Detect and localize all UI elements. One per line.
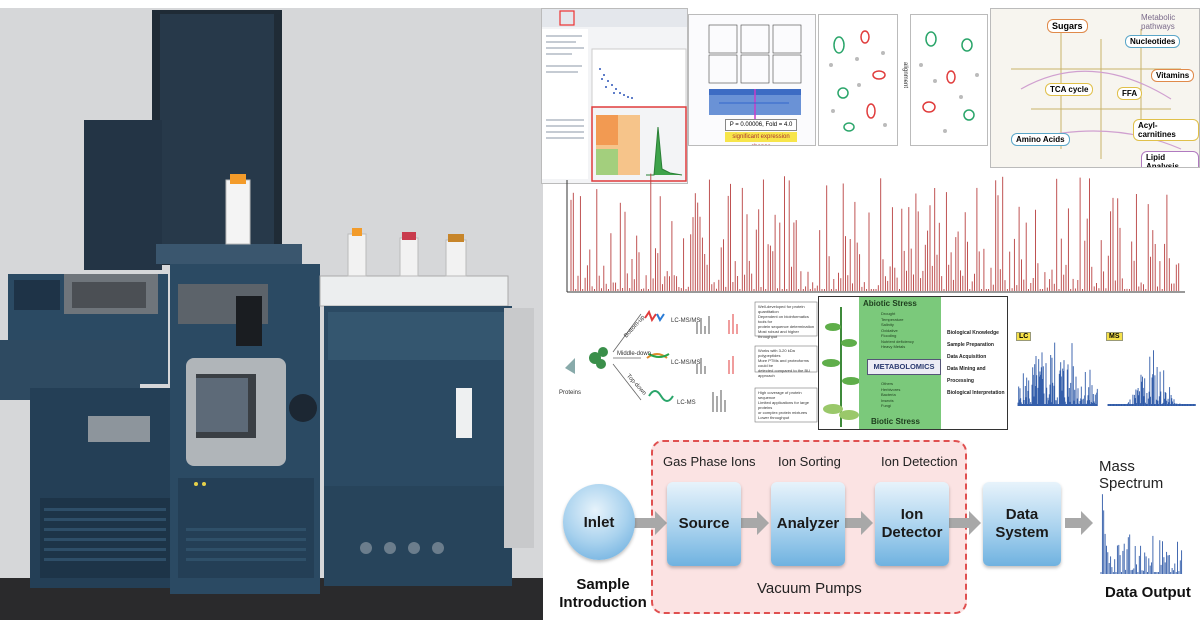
gas-phase-ions-label: Gas Phase Ions — [663, 454, 756, 469]
mass-spectrum-label: Mass Spectrum — [1099, 458, 1164, 492]
alignment-label: alignment — [902, 62, 908, 89]
volcano-plot-panel: P = 0.00006, Fold = 4.0 significant expr… — [688, 14, 816, 146]
software-screenshot-illustration — [542, 9, 687, 183]
instrument-photo — [0, 8, 543, 620]
lc-ms-chromatograms — [1017, 342, 1196, 406]
inlet-node: Inlet — [563, 484, 635, 560]
output-spectrum-plot — [1100, 494, 1183, 574]
lc-ms-instrument-illustration — [0, 8, 543, 620]
proteomics-strategy-panel: Proteins Bottom-up Middle-down Top-down … — [545, 296, 820, 428]
analyzer-box: Analyzer — [771, 482, 845, 566]
lipid-analysis-node: Lipid Analysis — [1141, 151, 1199, 167]
spot-map-illustration — [911, 15, 987, 145]
data-output-label: Data Output — [1105, 584, 1191, 601]
nucleotides-node: Nucleotides — [1125, 35, 1181, 48]
vitamins-node: Vitamins — [1151, 69, 1195, 82]
vacuum-pumps-label: Vacuum Pumps — [757, 580, 862, 597]
mass-spectrum-red — [545, 140, 1200, 300]
biotic-stress-title: Biotic Stress — [871, 417, 920, 426]
bottom-up-method: LC-MS/MS — [671, 318, 701, 324]
volcano-annotation-flag: significant expression change — [725, 132, 797, 145]
workflow-arrows — [633, 511, 1093, 535]
proteomics-strategy-illustration — [565, 301, 818, 423]
proteins-label: Proteins — [559, 390, 582, 396]
spot-map-panel-a — [818, 14, 898, 146]
metabolic-map-title: Metabolic pathways — [1141, 13, 1176, 31]
mass-spectrum-red-plot — [566, 173, 1185, 293]
middle-down-label: Middle-down — [617, 351, 652, 357]
ion-sorting-label: Ion Sorting — [778, 454, 841, 469]
ffa-node: FFA — [1117, 87, 1143, 100]
lc-label: LC — [1016, 332, 1032, 341]
amino-acids-node: Amino Acids — [1011, 133, 1070, 146]
spot-map-illustration — [819, 15, 897, 145]
software-screenshot-panel — [541, 8, 688, 184]
middle-down-method: LC-MS/MS — [671, 360, 701, 366]
acyl-carnitines-node: Acyl-carnitines — [1133, 119, 1199, 141]
metabolic-map-panel: Metabolic pathways Sugars Nucleotides TC… — [990, 8, 1200, 168]
spot-map-panel-b — [910, 14, 988, 146]
top-down-method: LC-MS — [677, 400, 696, 406]
volcano-annotation-stat: P = 0.00006, Fold = 4.0 — [725, 119, 797, 131]
abiotic-stress-title: Abiotic Stress — [863, 299, 917, 308]
tca-cycle-node: TCA cycle — [1045, 83, 1094, 96]
ion-detection-label: Ion Detection — [881, 454, 958, 469]
metabolomics-center-label: METABOLOMICS — [867, 359, 941, 375]
ms-label: MS — [1106, 332, 1123, 341]
plant-illustration — [822, 307, 860, 427]
source-box: Source — [667, 482, 741, 566]
lc-ms-plots: LC MS — [1014, 330, 1200, 410]
sugars-node: Sugars — [1047, 19, 1088, 33]
